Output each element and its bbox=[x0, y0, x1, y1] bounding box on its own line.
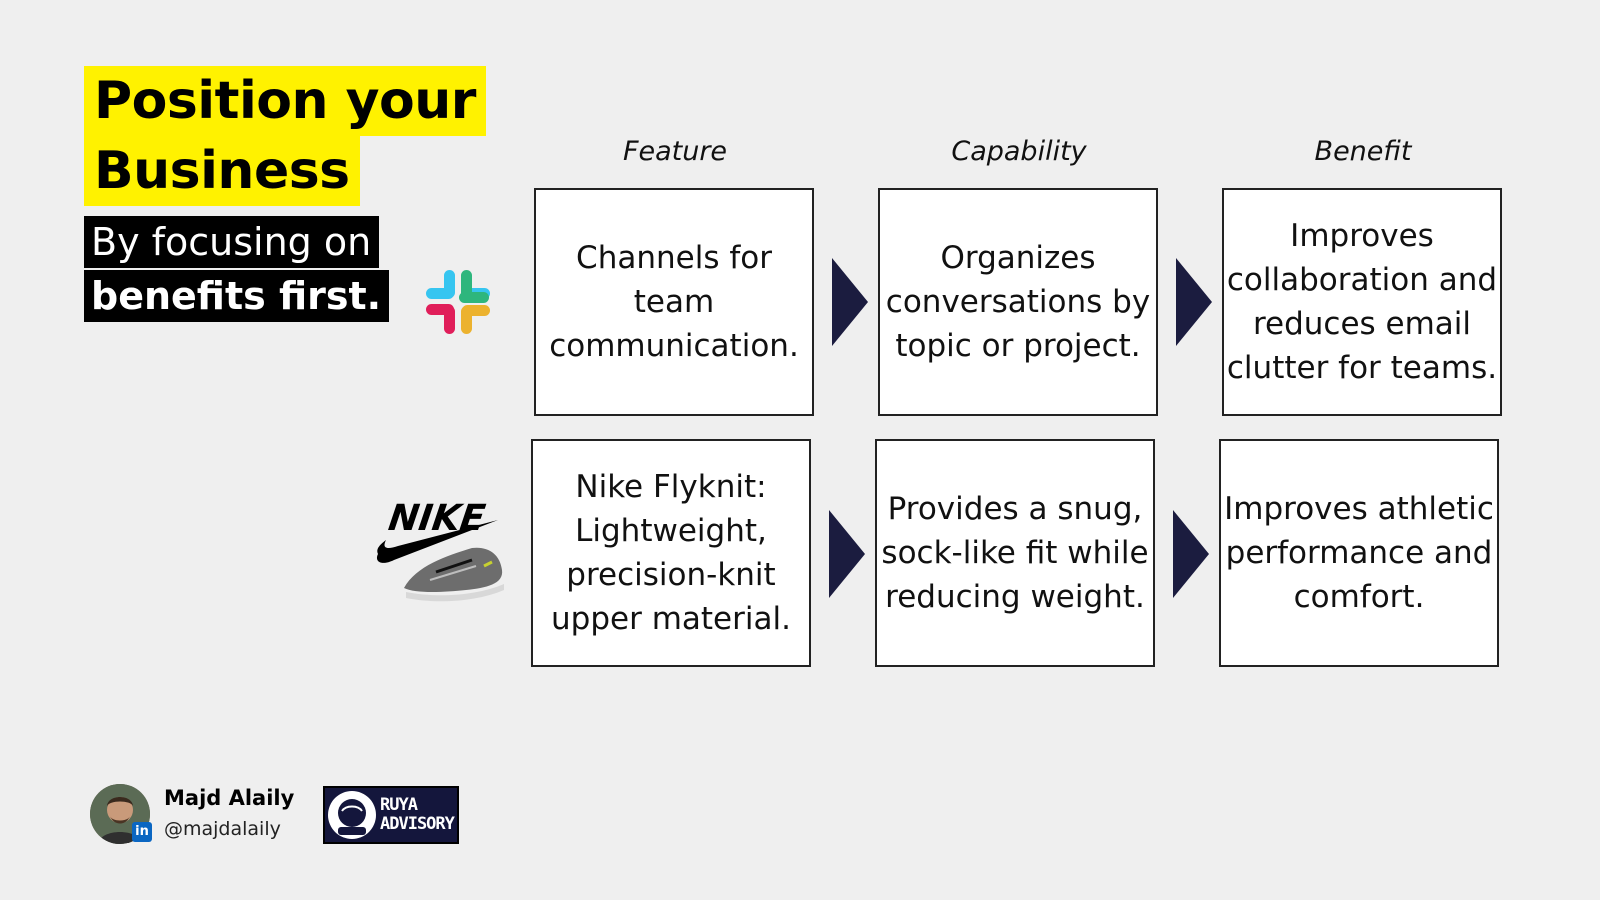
row-1-benefit-box: Improves collaboration and reduces email… bbox=[1222, 188, 1502, 416]
astronaut-icon bbox=[328, 791, 376, 839]
slack-icon bbox=[426, 270, 490, 334]
subtitle-line-2: benefits first. bbox=[84, 270, 390, 322]
author-name: Majd Alaily bbox=[164, 786, 295, 810]
nike-swoosh-icon bbox=[376, 520, 498, 563]
row-2-feature-box: Nike Flyknit: Lightweight, precision-kni… bbox=[531, 439, 811, 667]
linkedin-icon: in bbox=[132, 822, 152, 842]
title-line-2: Business bbox=[84, 136, 360, 206]
row-2-arrow-2 bbox=[1173, 510, 1209, 598]
row-2-capability-box: Provides a snug, sock-like fit while red… bbox=[875, 439, 1155, 667]
ruya-advisory-logo: RUYA ADVISORY bbox=[323, 786, 459, 844]
brand-line-2: ADVISORY bbox=[380, 814, 455, 834]
brand-line-1: RUYA bbox=[380, 795, 418, 815]
nike-wordmark: NIKE bbox=[386, 496, 488, 539]
subtitle-line-1: By focusing on bbox=[84, 216, 380, 268]
author-handle: @majdalaily bbox=[164, 818, 281, 840]
title-line-1: Position your bbox=[84, 66, 486, 136]
row-2-arrow-1 bbox=[829, 510, 865, 598]
nike-logo: NIKE bbox=[376, 496, 504, 602]
row-1-arrow-1 bbox=[832, 258, 868, 346]
sneaker-icon bbox=[404, 547, 504, 602]
column-header-benefit: Benefit bbox=[1314, 136, 1412, 167]
column-header-feature: Feature bbox=[622, 136, 728, 167]
avatar bbox=[90, 784, 150, 844]
column-header-capability: Capability bbox=[951, 136, 1087, 167]
row-1-feature-box: Channels for team communication. bbox=[534, 188, 814, 416]
row-1-capability-box: Organizes conversations by topic or proj… bbox=[878, 188, 1158, 416]
row-2-benefit-box: Improves athletic performance and comfor… bbox=[1219, 439, 1499, 667]
row-1-arrow-2 bbox=[1176, 258, 1212, 346]
